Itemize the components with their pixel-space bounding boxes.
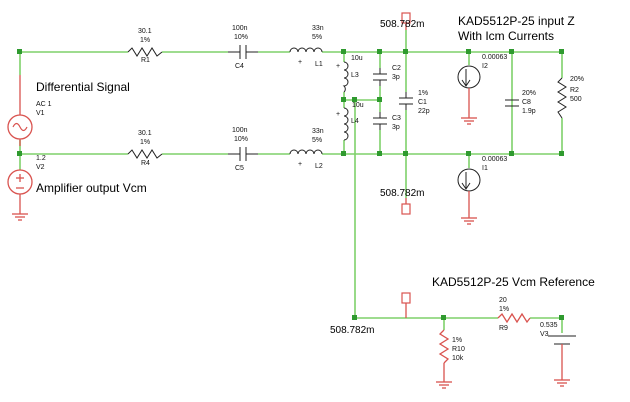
- c8-value: 1.9p: [522, 108, 536, 115]
- r2-tolerance: 20%: [570, 76, 584, 83]
- dc-source-v2[interactable]: [7, 169, 33, 221]
- svg-text:+: +: [336, 63, 340, 70]
- r9-name: R9: [499, 325, 508, 332]
- svg-text:+: +: [298, 161, 302, 168]
- capacitor-c1[interactable]: [399, 92, 413, 110]
- l2-value: 33n: [312, 128, 324, 135]
- c5-tolerance: 10%: [234, 136, 248, 143]
- probe-top-reading: 508.782m: [380, 19, 424, 30]
- r10-tolerance: 1%: [452, 337, 462, 344]
- annotation-input-z-title: KAD5512P-25 input Z: [458, 14, 575, 28]
- c1-name: C1: [418, 99, 427, 106]
- r1-value: 30.1: [138, 28, 152, 35]
- v3-name: V3: [540, 331, 549, 338]
- c8-name: C8: [522, 99, 531, 106]
- capacitor-c4[interactable]: [228, 45, 258, 59]
- c1-tolerance: 1%: [418, 90, 428, 97]
- probe-bottom-reading: 508.782m: [380, 188, 424, 199]
- c3-value: 3p: [392, 124, 400, 131]
- v1-name: V1: [36, 110, 45, 117]
- v1-value: AC 1: [36, 101, 52, 108]
- r10-name: R10: [452, 346, 465, 353]
- probe-readouts: 508.782m 508.782m 508.782m: [330, 19, 424, 336]
- c2-name: C2: [392, 65, 401, 72]
- dc-source-v3[interactable]: [548, 335, 576, 387]
- c1-value: 22p: [418, 108, 430, 115]
- resistor-r9[interactable]: [497, 312, 531, 324]
- l1-tolerance: 5%: [312, 34, 322, 41]
- r1-name: R1: [141, 57, 150, 64]
- voltage-probe-vcm[interactable]: [401, 292, 411, 318]
- voltage-probe-bottom[interactable]: [401, 198, 411, 215]
- inductor-l4[interactable]: +: [336, 107, 349, 141]
- annotation-differential-signal: Differential Signal: [36, 80, 130, 94]
- r1-tolerance: 1%: [140, 37, 150, 44]
- resistor-r4[interactable]: [127, 149, 163, 159]
- l4-name: L4: [351, 118, 359, 125]
- capacitor-c5[interactable]: [228, 147, 258, 161]
- current-source-i2[interactable]: [457, 65, 481, 125]
- r10-value: 10k: [452, 355, 464, 362]
- l2-name: L2: [315, 163, 323, 170]
- wires: [19, 30, 563, 333]
- c3-name: C3: [392, 115, 401, 122]
- c4-name: C4: [235, 63, 244, 70]
- c4-value: 100n: [232, 25, 248, 32]
- current-source-i1[interactable]: [457, 168, 481, 225]
- c5-name: C5: [235, 165, 244, 172]
- c5-value: 100n: [232, 127, 248, 134]
- r2-name: R2: [570, 87, 579, 94]
- v2-value: 1.2: [36, 155, 46, 162]
- c8-tolerance: 20%: [522, 90, 536, 97]
- annotation-amplifier-output-vcm: Amplifier output Vcm: [36, 181, 147, 195]
- v2-name: V2: [36, 164, 45, 171]
- capacitor-c2[interactable]: [373, 68, 387, 86]
- r4-value: 30.1: [138, 130, 152, 137]
- annotation-input-z-subtitle: With Icm Currents: [458, 29, 554, 43]
- c4-tolerance: 10%: [234, 34, 248, 41]
- capacitor-c8[interactable]: [505, 99, 519, 107]
- v3-value: 0.535: [540, 322, 558, 329]
- resistor-r2[interactable]: [557, 77, 567, 119]
- probe-vcm-reading: 508.782m: [330, 325, 374, 336]
- inductor-l3[interactable]: +: [336, 61, 349, 93]
- r4-name: R4: [141, 160, 150, 167]
- i1-value: 0.00063: [482, 156, 507, 163]
- i1-name: I1: [482, 165, 488, 172]
- resistor-r1[interactable]: [127, 47, 163, 57]
- component-labels: 30.1 1% R1 30.1 1% R4 100n 10% C4 100n 1…: [36, 25, 584, 362]
- capacitor-c3[interactable]: [373, 112, 387, 130]
- i2-name: I2: [482, 63, 488, 70]
- l1-value: 33n: [312, 25, 324, 32]
- l3-name: L3: [351, 72, 359, 79]
- annotation-vcm-reference: KAD5512P-25 Vcm Reference: [432, 275, 595, 289]
- l1-name: L1: [315, 61, 323, 68]
- annotations: Differential Signal Amplifier output Vcm…: [36, 14, 595, 289]
- l2-tolerance: 5%: [312, 137, 322, 144]
- svg-text:+: +: [298, 59, 302, 66]
- junctions: [17, 49, 564, 320]
- l4-value: 10u: [352, 102, 364, 109]
- ac-source-v1[interactable]: [7, 75, 33, 146]
- r9-tolerance: 1%: [499, 306, 509, 313]
- svg-text:+: +: [336, 111, 340, 118]
- i2-value: 0.00063: [482, 54, 507, 61]
- inductor-l1[interactable]: +: [289, 47, 323, 66]
- l3-value: 10u: [351, 55, 363, 62]
- resistor-r10[interactable]: [436, 329, 452, 389]
- r4-tolerance: 1%: [140, 139, 150, 146]
- inductor-l2[interactable]: +: [289, 149, 323, 168]
- r9-value: 20: [499, 297, 507, 304]
- r2-value: 500: [570, 96, 582, 103]
- voltage-probe-top[interactable]: [401, 12, 411, 30]
- c2-value: 3p: [392, 74, 400, 81]
